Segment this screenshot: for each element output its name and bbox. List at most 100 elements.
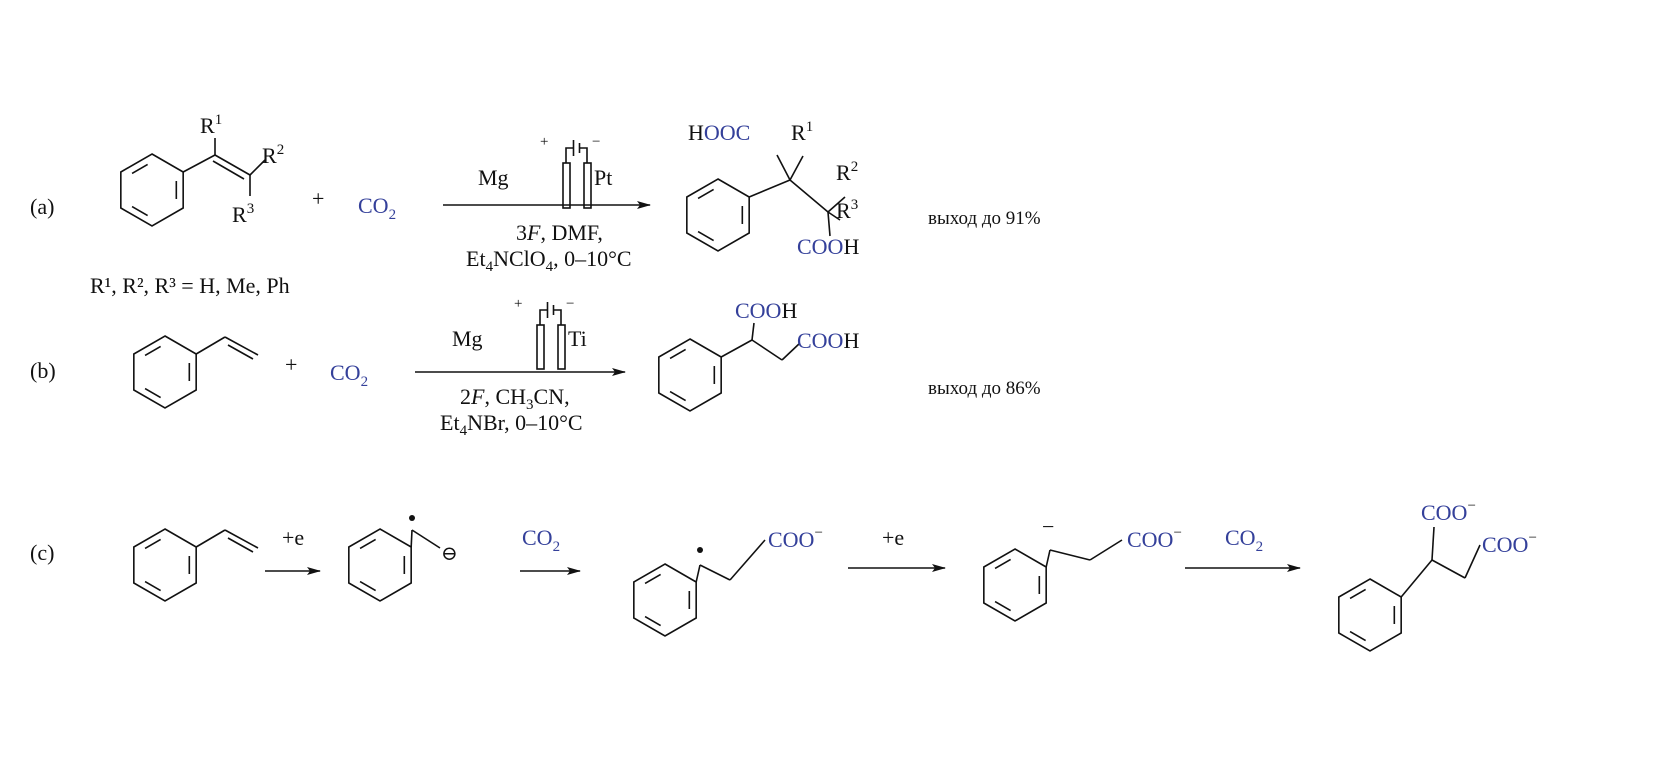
benzene-ring <box>1338 578 1402 652</box>
radical-dot <box>409 515 415 521</box>
reaction-a: (a) R1 R2 R3 + CO2 Mg Pt + − 3F, DMF, Et… <box>30 112 1041 298</box>
carboxylate-2: COO− <box>1127 525 1182 552</box>
benzene-ring <box>658 338 722 412</box>
aromatic-bond <box>1349 588 1367 600</box>
bond <box>224 529 259 549</box>
cathode-a: Pt <box>594 165 612 190</box>
conditions-a-1: 3F, DMF, <box>516 220 603 245</box>
wire <box>539 309 548 325</box>
bond <box>751 339 783 361</box>
carbanion-minus: − <box>1042 514 1054 539</box>
anode-b: Mg <box>452 326 483 351</box>
bond <box>827 211 831 237</box>
bond <box>195 529 226 548</box>
positive-b: + <box>514 296 522 312</box>
r3-label: R3 <box>232 201 254 227</box>
bond <box>411 529 441 549</box>
electrode-anode <box>562 162 571 209</box>
electrode-anode <box>536 324 545 370</box>
conditions-b-2: Et4NBr, 0–10°C <box>440 410 583 439</box>
benzene-ring <box>633 563 697 637</box>
positive-a: + <box>540 134 548 150</box>
bond <box>1431 559 1466 579</box>
radical-dot <box>697 547 703 553</box>
aromatic-bond <box>359 538 377 550</box>
conditions-a-2: Et4NClO4, 0–10°C <box>466 246 632 275</box>
double-bond <box>227 537 254 553</box>
bond <box>1464 544 1481 579</box>
bond <box>224 336 259 356</box>
label-a: (a) <box>30 194 54 219</box>
yield-b: выход до 86% <box>928 378 1041 399</box>
aromatic-bond <box>994 558 1012 570</box>
product-c-carboxylate-2: COO− <box>1482 530 1537 557</box>
negative-b: − <box>566 296 574 312</box>
reaction-b: (b) + CO2 Mg Ti + − 2F, CH3CN, Et4NBr, 0… <box>30 296 1041 439</box>
benzene-ring <box>686 178 750 252</box>
double-bond <box>227 344 254 360</box>
benzene-ring <box>133 335 197 409</box>
yield-a: выход до 91% <box>928 208 1041 229</box>
aromatic-bond <box>359 580 377 592</box>
aromatic-bond <box>144 580 162 592</box>
negative-a: − <box>592 134 600 150</box>
bond <box>695 564 701 583</box>
label-b: (b) <box>30 358 56 383</box>
product-b-cooh-2: COOH <box>797 328 859 353</box>
plus-a: + <box>312 186 324 211</box>
product-a-cooh: COOH <box>797 234 859 259</box>
bond <box>789 155 804 181</box>
step1-label: +e <box>282 525 304 550</box>
bond <box>699 564 731 581</box>
aromatic-bond <box>144 387 162 399</box>
bond <box>789 179 829 213</box>
electrode-cathode <box>583 162 592 209</box>
wire <box>553 309 562 325</box>
bond <box>781 342 801 361</box>
aromatic-bond <box>669 390 687 402</box>
bond <box>729 539 766 581</box>
bond <box>720 339 753 358</box>
bond <box>182 154 216 173</box>
bond <box>748 179 791 198</box>
co2-b: CO2 <box>330 360 368 390</box>
product-a-r2: R2 <box>836 159 858 185</box>
bond <box>249 159 266 176</box>
aromatic-bond <box>994 600 1012 612</box>
product-a-r1: R1 <box>791 119 813 145</box>
aromatic-bond <box>144 345 162 357</box>
bond <box>1045 549 1051 568</box>
product-a-hooc: HOOC <box>688 120 750 145</box>
aromatic-bond <box>644 573 662 585</box>
carboxylate-1: COO− <box>768 525 823 552</box>
bond <box>1400 559 1433 598</box>
bond <box>1431 526 1435 561</box>
aromatic-bond <box>131 205 149 217</box>
step4-label: CO2 <box>1225 525 1263 555</box>
anode-a: Mg <box>478 165 509 190</box>
r2-label: R2 <box>262 142 284 168</box>
cathode-b: Ti <box>568 326 587 351</box>
conditions-b-1: 2F, CH3CN, <box>460 384 570 413</box>
plus-b: + <box>285 352 297 377</box>
aromatic-bond <box>144 538 162 550</box>
r1-label: R1 <box>200 112 222 138</box>
aromatic-bond <box>1349 630 1367 642</box>
double-bond <box>212 160 245 180</box>
benzene-ring <box>983 548 1047 622</box>
wire <box>565 147 574 163</box>
wire <box>579 147 588 163</box>
bond <box>827 211 841 221</box>
bond <box>827 196 846 213</box>
aromatic-bond <box>669 348 687 360</box>
label-c: (c) <box>30 540 54 565</box>
bond <box>195 336 226 355</box>
product-a-r3: R3 <box>836 197 858 223</box>
electrode-cathode <box>557 324 566 370</box>
aromatic-bond <box>131 163 149 175</box>
mechanism-c: (c) +e ⊖ CO2 COO− +e − COO− CO2 COO− COO… <box>30 498 1537 565</box>
step3-label: +e <box>882 525 904 550</box>
bond <box>776 154 791 181</box>
product-c-carboxylate-1: COO− <box>1421 498 1476 525</box>
